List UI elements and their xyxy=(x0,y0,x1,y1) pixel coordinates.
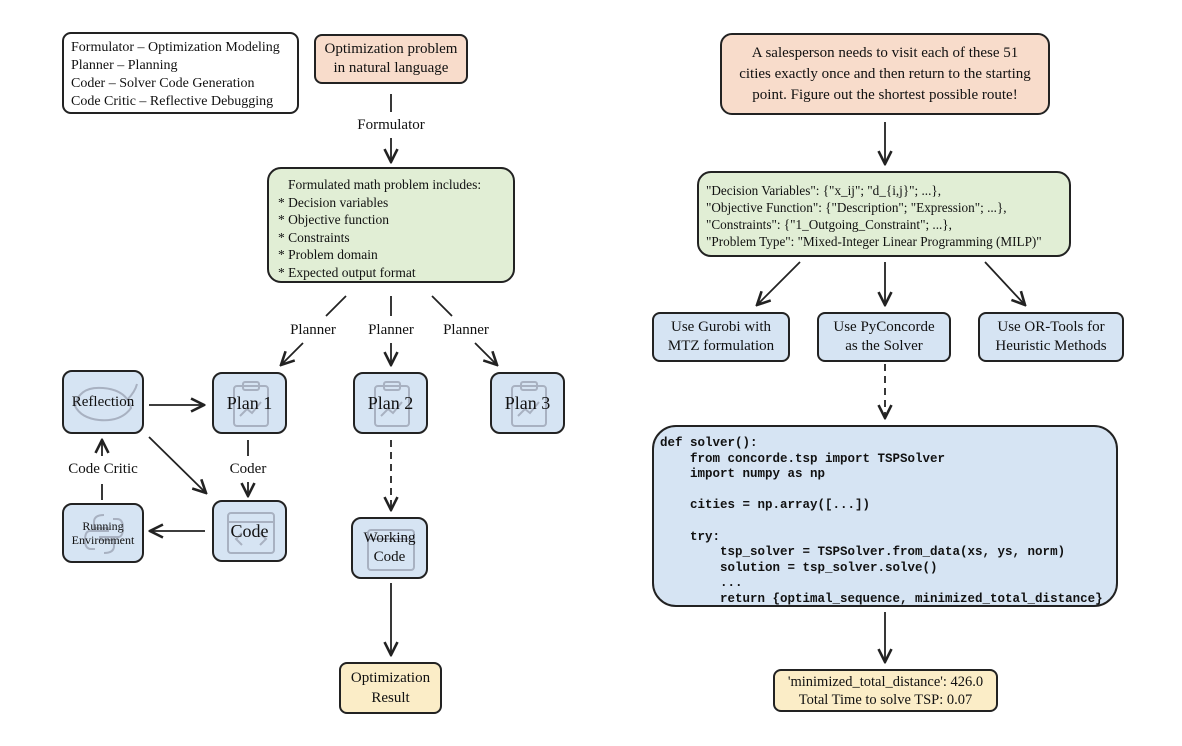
clipboard-icon xyxy=(511,381,547,427)
formulation-line: "Constraints": {"1_Outgoing_Constraint";… xyxy=(706,217,952,232)
code-box: Code xyxy=(212,500,287,562)
arrow-planner-to-plan3 xyxy=(474,342,497,365)
code-line: import numpy as np xyxy=(660,467,826,482)
formulation-line: "Decision Variables": {"x_ij"; "d_{i,j}"… xyxy=(706,183,942,198)
formulated-title: Formulated math problem includes: xyxy=(288,177,482,192)
arrow-planner-to-plan1 xyxy=(281,342,304,365)
code-line xyxy=(660,483,1116,499)
plan-2-box: Plan 2 xyxy=(353,372,428,434)
legend-line: Formulator – Optimization Modeling xyxy=(71,40,280,55)
reflection-box: Reflection xyxy=(62,370,144,434)
code-window-icon xyxy=(367,529,415,571)
plan-1-box: Plan 1 xyxy=(212,372,287,434)
clipboard-icon xyxy=(233,381,269,427)
plan-3-box: Plan 3 xyxy=(490,372,565,434)
code-critic-label: Code Critic xyxy=(68,461,138,477)
code-line: tsp_solver = TSPSolver.from_data(xs, ys,… xyxy=(660,545,1066,560)
option-gurobi-box: Use Gurobi with MTZ formulation xyxy=(652,312,790,362)
option-ortools-box: Use OR-Tools for Heuristic Methods xyxy=(978,312,1124,362)
whale-icon xyxy=(73,383,138,422)
python-icon xyxy=(83,514,125,554)
formulated-item: * Constraints xyxy=(278,229,350,245)
option-pyconcorde-box: Use PyConcorde as the Solver xyxy=(817,312,951,362)
formulated-item: * Problem domain xyxy=(278,247,378,262)
code-line xyxy=(660,514,1116,530)
code-line: try: xyxy=(660,529,721,544)
formulated-problem-box: Formulated math problem includes: * Deci… xyxy=(267,167,515,283)
arrow-reflection-to-code xyxy=(148,436,206,493)
planner-label-1: Planner xyxy=(290,322,336,338)
code-line: cities = np.array([...]) xyxy=(660,498,871,513)
formulation-line: "Problem Type": "Mixed-Integer Linear Pr… xyxy=(706,234,1042,249)
code-line: from concorde.tsp import TSPSolver xyxy=(660,451,946,466)
formulation-line: "Objective Function": {"Description"; "E… xyxy=(706,200,1007,215)
planner-label-3: Planner xyxy=(443,322,489,338)
legend-line: Code Critic – Reflective Debugging xyxy=(71,94,274,109)
optimization-result-box: Optimization Result xyxy=(339,662,442,714)
code-line: def solver(): xyxy=(660,436,758,450)
plan-1-label: Plan 1 xyxy=(226,392,273,413)
running-environment-box: Running Environment xyxy=(62,503,144,563)
plan-3-label: Plan 3 xyxy=(504,392,551,413)
code-line: solution = tsp_solver.solve() xyxy=(660,560,938,575)
working-code-box: Working Code xyxy=(351,517,428,579)
role-legend: Formulator – Optimization Modeling Plann… xyxy=(62,32,299,114)
legend-line: Coder – Solver Code Generation xyxy=(71,76,255,91)
line-to-planner-3 xyxy=(431,295,453,317)
code-line: return {optimal_sequence, minimized_tota… xyxy=(660,591,1103,606)
legend-line: Planner – Planning xyxy=(71,58,178,73)
nl-problem-box: Optimization problem in natural language xyxy=(314,34,468,84)
tsp-formulation-box: "Decision Variables": {"x_ij"; "d_{i,j}"… xyxy=(697,171,1071,257)
arrow-formulation-to-ortools xyxy=(984,261,1025,305)
formulator-label: Formulator xyxy=(357,117,425,133)
tsp-problem-box: A salesperson needs to visit each of the… xyxy=(720,33,1050,115)
clipboard-icon xyxy=(374,381,410,427)
formulated-item: * Expected output format xyxy=(278,264,416,280)
plan-2-label: Plan 2 xyxy=(367,392,414,413)
formulated-item: * Decision variables xyxy=(278,194,389,210)
code-window-icon xyxy=(227,512,275,554)
solver-code: def solver(): from concorde.tsp import T… xyxy=(660,436,1116,608)
coder-label: Coder xyxy=(229,461,267,477)
solver-code-box: def solver(): from concorde.tsp import T… xyxy=(652,425,1118,607)
arrow-formulation-to-gurobi xyxy=(757,261,801,305)
line-to-planner-1 xyxy=(325,295,347,317)
code-label: Code xyxy=(230,520,269,541)
formulated-item: * Objective function xyxy=(278,212,389,227)
planner-label-2: Planner xyxy=(368,322,414,338)
tsp-result-box: 'minimized_total_distance': 426.0 Total … xyxy=(773,669,998,712)
code-line: ... xyxy=(660,576,743,591)
reflection-label: Reflection xyxy=(71,393,135,410)
